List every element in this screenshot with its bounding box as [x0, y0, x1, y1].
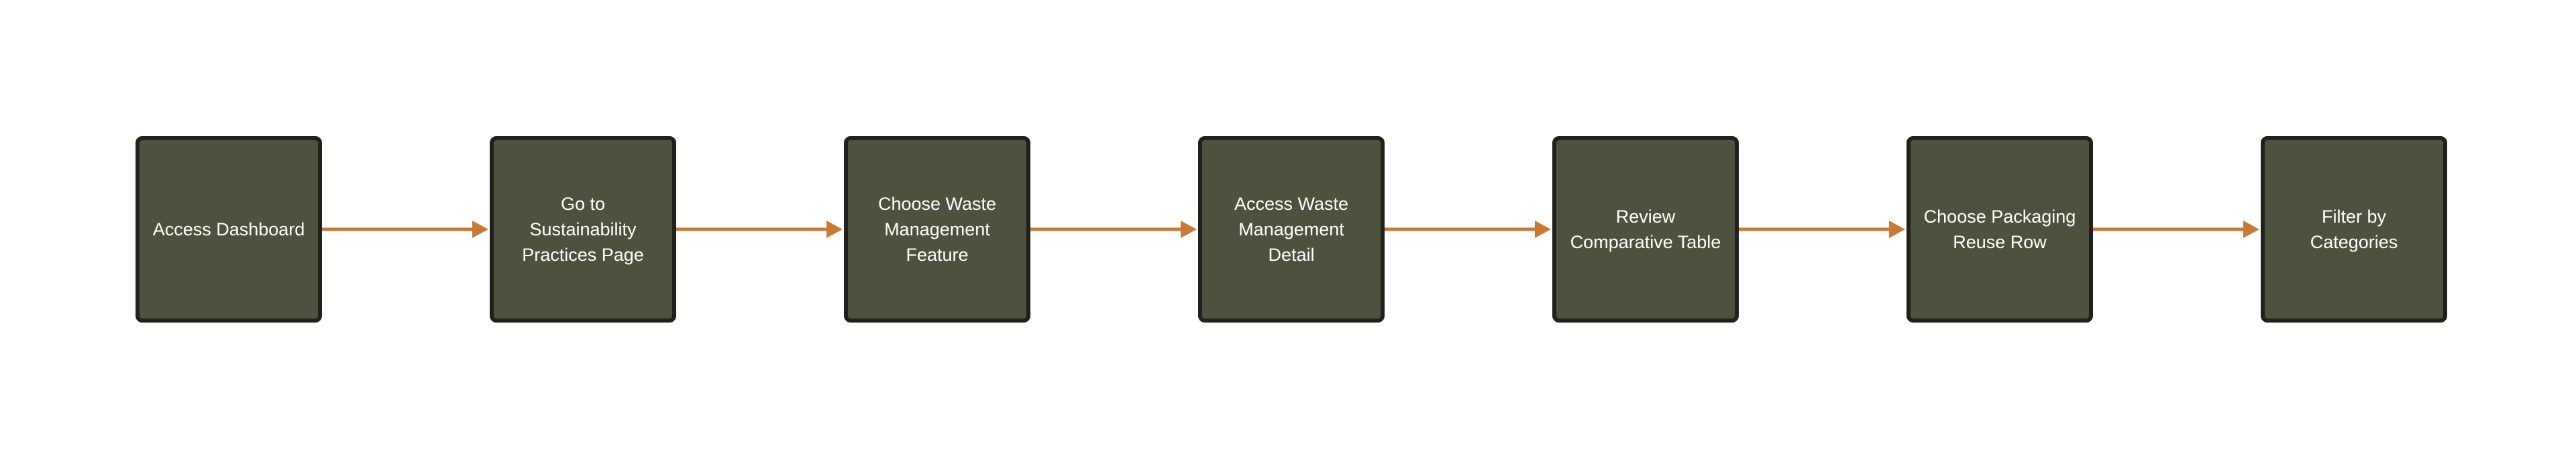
step-label-line: Comparative Table — [1570, 232, 1721, 252]
step-label-line: Reuse Row — [1953, 232, 2047, 252]
edge-arrowhead — [472, 221, 488, 238]
step-label: Filter by Categories — [2298, 204, 2410, 255]
edge-arrowhead — [826, 221, 843, 238]
edge-arrowhead — [1889, 221, 1905, 238]
step-label-line: Categories — [2310, 232, 2398, 252]
step-label-line: Practices Page — [522, 245, 644, 265]
step-label-line: Choose Packaging — [1923, 207, 2076, 227]
step-label-line: Detail — [1268, 245, 1315, 265]
step-label-line: Choose Waste — [877, 194, 997, 214]
step-label: Access Waste Management Detail — [1222, 191, 1360, 268]
edge-arrowhead — [1181, 221, 1197, 238]
step-label-line: Go to — [560, 194, 606, 214]
step-label: Access Dashboard — [141, 217, 317, 242]
step-label-line: Access Waste — [1234, 194, 1349, 214]
step-label: Review Comparative Table — [1558, 204, 1733, 255]
step-label-line: Review — [1615, 207, 1676, 227]
step-node-sustainability-practices: Go to Sustainability Practices Page — [490, 136, 676, 323]
step-label: Choose Packaging Reuse Row — [1912, 204, 2088, 255]
step-label-line: Management — [884, 219, 990, 239]
step-node-access-dashboard: Access Dashboard — [136, 136, 322, 323]
step-label-line: Access Dashboard — [152, 219, 305, 239]
step-node-choose-waste-management: Choose Waste Management Feature — [844, 136, 1030, 323]
step-label-line: Filter by — [2321, 207, 2386, 227]
step-label-line: Management — [1238, 219, 1344, 239]
step-node-choose-packaging: Choose Packaging Reuse Row — [1907, 136, 2093, 323]
step-node-review-table: Review Comparative Table — [1552, 136, 1739, 323]
step-label-line: Sustainability — [529, 219, 637, 239]
step-label: Choose Waste Management Feature — [866, 191, 1008, 268]
edge-arrowhead — [2243, 221, 2259, 238]
step-label-line: Feature — [906, 245, 969, 265]
step-node-access-waste-detail: Access Waste Management Detail — [1198, 136, 1385, 323]
edge-arrowhead — [1535, 221, 1551, 238]
step-label: Go to Sustainability Practices Page — [510, 191, 656, 268]
step-node-filter-categories: Filter by Categories — [2261, 136, 2447, 323]
